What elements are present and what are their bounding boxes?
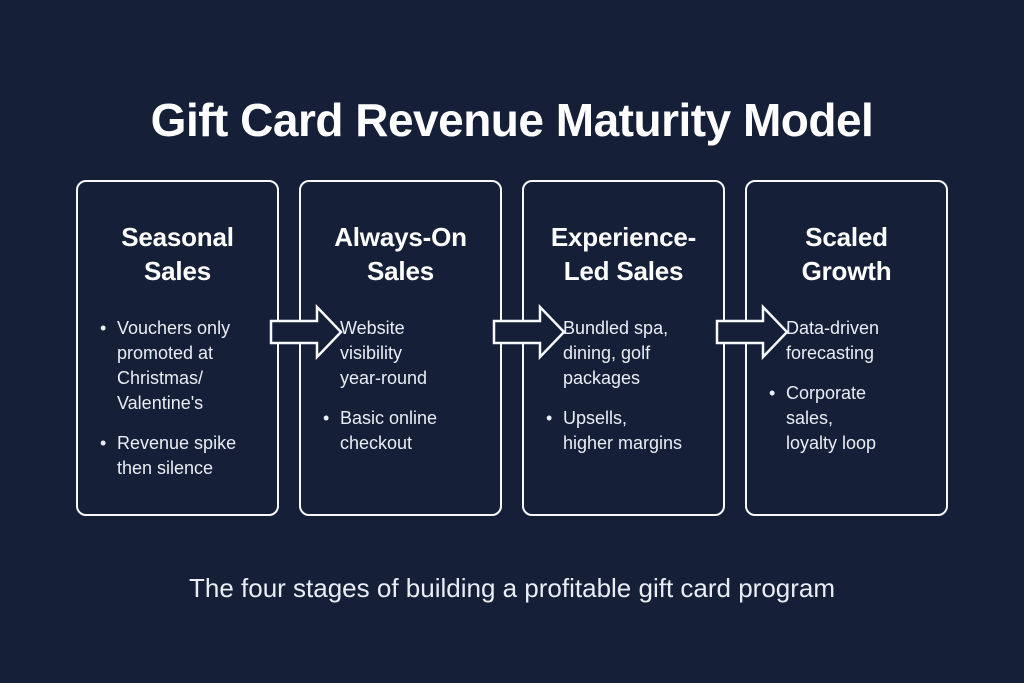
stage-title: Always-On Sales [334,222,467,286]
bullet-dot: • [769,383,776,403]
subtitle-caption: The four stages of building a profitable… [188,573,836,603]
bullet-dot: • [100,433,107,453]
bullet-text: Bundled spa, dining, golf packages [563,318,669,388]
bullet-text: Revenue spike then silence [117,433,237,478]
stage-bullet-list: •Data-driven forecasting • Corporate sale… [763,316,930,456]
arrow-right-icon [269,304,343,360]
stage-title: Seasonal Sales [121,222,234,286]
stage-cards-row: Seasonal Sales • Vouchers only promoted a… [76,180,948,516]
bullet-item: • Basic online checkout [323,406,484,456]
bullet-text: Corporate sales, loyalty loop [786,383,877,453]
bullet-item: • Revenue spike then silence [100,431,261,481]
stage-title: Experience- Led Sales [550,222,697,286]
bullet-item: •Data-driven forecasting [769,316,930,366]
bullet-dot: • [100,318,107,338]
stage-card-seasonal-sales: Seasonal Sales • Vouchers only promoted a… [76,180,279,516]
bullet-text: Data-driven forecasting [786,318,880,363]
stage-bullet-list: •Bundled spa, dining, golf packages • Ups… [540,316,707,456]
page-title: Gift Card Revenue Maturity Model [150,93,874,146]
stage-bullet-list: •Website visibility year-round • Basic on… [317,316,484,456]
stage-card-always-on-sales: Always-On Sales •Website visibility year… [299,180,502,516]
bullet-dot: • [546,408,553,428]
arrow-right-icon [492,304,566,360]
bullet-text: Vouchers only promoted at Christmas/ Val… [117,318,231,413]
bullet-text: Website visibility year-round [340,318,428,388]
stage-card-scaled-growth: Scaled Growth •Data-driven forecasting •… [745,180,948,516]
arrow-right-icon [715,304,789,360]
bullet-dot: • [323,408,330,428]
bullet-item: • Corporate sales, loyalty loop [769,381,930,456]
bullet-item: • Vouchers only promoted at Christmas/ Va… [100,316,261,416]
bullet-text: Upsells, higher margins [563,408,683,453]
bullet-item: • Upsells, higher margins [546,406,707,456]
stage-card-experience-led-sales: Experience- Led Sales •Bundled spa, dini… [522,180,725,516]
bullet-item: •Bundled spa, dining, golf packages [546,316,707,391]
bullet-item: •Website visibility year-round [323,316,484,391]
stage-bullet-list: • Vouchers only promoted at Christmas/ Va… [94,316,261,481]
stage-title: Scaled Growth [801,222,892,286]
bullet-text: Basic online checkout [340,408,438,453]
